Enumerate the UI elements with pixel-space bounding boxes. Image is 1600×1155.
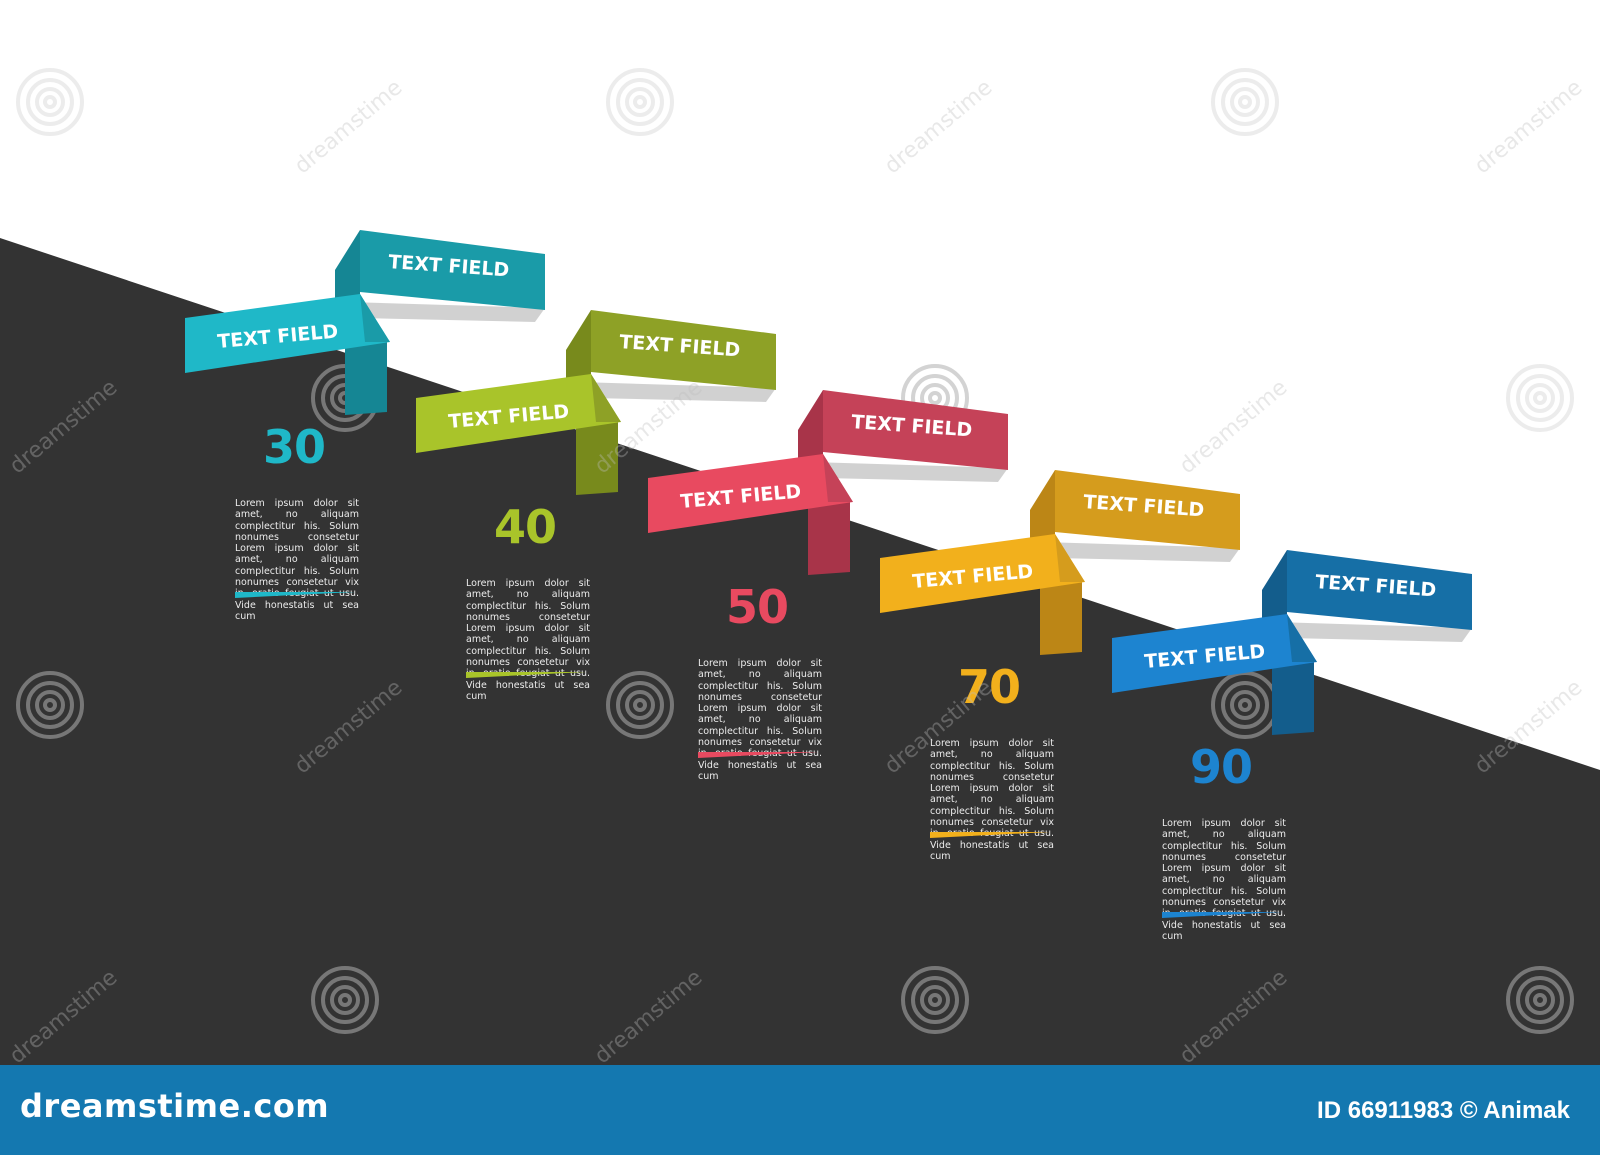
watermark-spiral-icon xyxy=(901,966,969,1034)
ribbon-lower xyxy=(1112,614,1317,693)
watermark-spiral-icon xyxy=(16,671,84,739)
ribbon-upper xyxy=(1287,550,1472,630)
ribbon-fold-tip xyxy=(823,454,853,502)
ribbon-fold-tip xyxy=(1287,614,1317,662)
step-description: Lorem ipsum dolor sit amet, no aliquam c… xyxy=(1162,818,1286,942)
ribbon-fold-left xyxy=(335,230,360,310)
ribbon-fold-tip xyxy=(591,374,621,422)
ribbon-lower xyxy=(880,534,1085,613)
step-description: Lorem ipsum dolor sit amet, no aliquam c… xyxy=(698,658,822,782)
ribbon-down-strip xyxy=(1272,662,1314,735)
ribbon-lower xyxy=(648,454,853,533)
step-number: 50 xyxy=(726,580,789,634)
ribbon-upper xyxy=(591,310,776,390)
ribbon-fold-tip xyxy=(360,294,390,342)
ribbon-shadow xyxy=(1275,622,1472,642)
watermark-spiral-icon xyxy=(1506,966,1574,1034)
step-accent-bar xyxy=(1162,912,1282,918)
step-accent-bar xyxy=(466,672,586,678)
ribbon-shadow xyxy=(811,462,1008,482)
step-description: Lorem ipsum dolor sit amet, no aliquam c… xyxy=(235,498,359,622)
watermark-spiral-icon xyxy=(606,68,674,136)
watermark-spiral-icon xyxy=(16,68,84,136)
watermark-spiral-icon xyxy=(1506,364,1574,432)
step-accent-bar xyxy=(698,752,818,758)
watermark-spirals xyxy=(16,68,1574,1034)
watermark-spiral-icon xyxy=(311,966,379,1034)
watermark-spiral-icon xyxy=(606,671,674,739)
step-number: 40 xyxy=(494,500,557,554)
ribbon-fold-left xyxy=(1030,470,1055,550)
footer-bar: dreamstime.com ID 66911983 © Animak xyxy=(0,1065,1600,1155)
ribbon-down-strip xyxy=(1040,582,1082,655)
step-accent-bar xyxy=(235,592,355,598)
step-number: 70 xyxy=(958,660,1021,714)
dark-diagonal-background xyxy=(0,238,1600,1065)
ribbon-lower xyxy=(185,294,390,373)
ribbon-down-strip xyxy=(576,422,618,495)
ribbon-upper xyxy=(360,230,545,310)
ribbon-fold-left xyxy=(566,310,591,390)
ribbon-fold-left xyxy=(1262,550,1287,630)
ribbon-fold-tip xyxy=(1055,534,1085,582)
footer-credit: ID 66911983 © Animak xyxy=(1317,1097,1570,1124)
step-number: 30 xyxy=(263,420,326,474)
step-description: Lorem ipsum dolor sit amet, no aliquam c… xyxy=(466,578,590,702)
step-description: Lorem ipsum dolor sit amet, no aliquam c… xyxy=(930,738,1054,862)
ribbon-upper xyxy=(1055,470,1240,550)
ribbon-shadow xyxy=(348,302,545,322)
ribbon-upper xyxy=(823,390,1008,470)
ribbon-down-strip xyxy=(808,502,850,575)
ribbon-shadow xyxy=(579,382,776,402)
ribbon-fold-left xyxy=(798,390,823,470)
ribbon-down-strip xyxy=(345,342,387,415)
ribbon-shadow xyxy=(1043,542,1240,562)
step-number: 90 xyxy=(1190,740,1253,794)
step-accent-bar xyxy=(930,832,1050,838)
footer-site-name[interactable]: dreamstime.com xyxy=(20,1087,330,1125)
watermark-spiral-icon xyxy=(1211,68,1279,136)
ribbon-lower xyxy=(416,374,621,453)
